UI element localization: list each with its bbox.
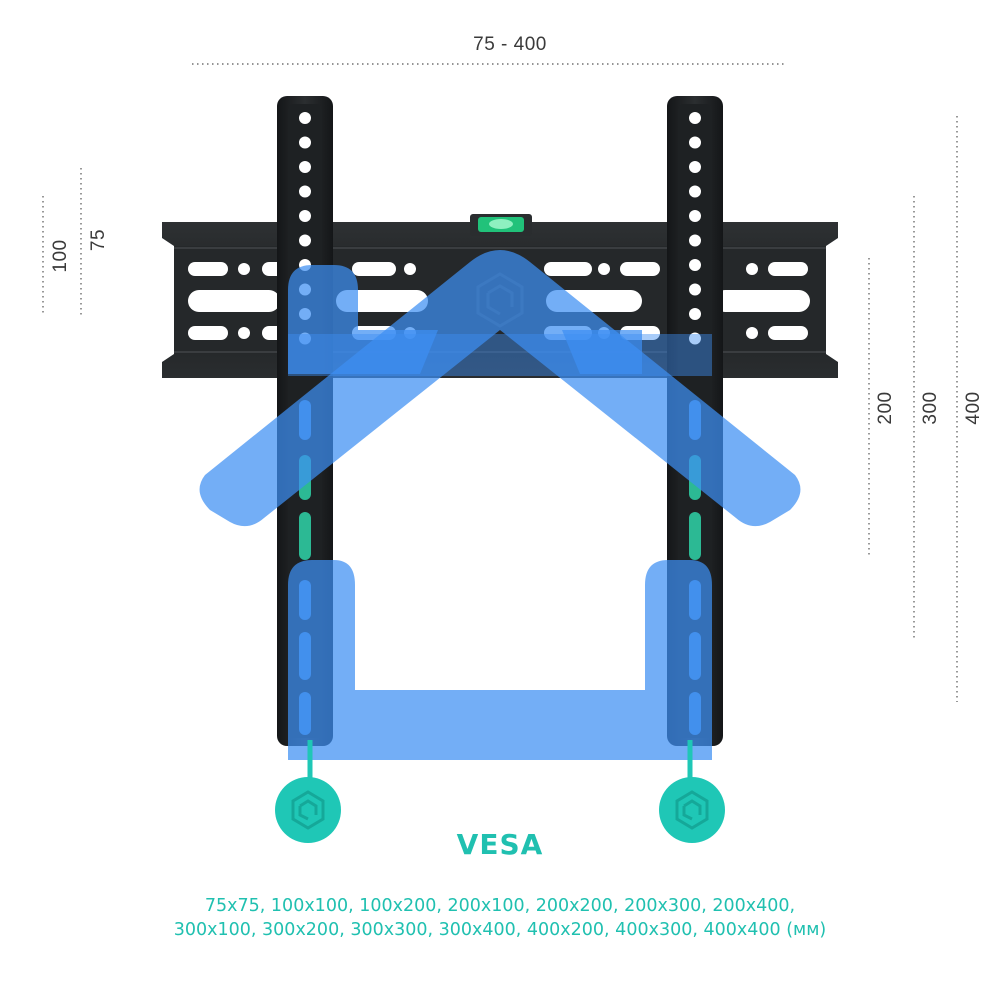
arm-hole: [689, 185, 701, 198]
arm-hole: [689, 308, 701, 320]
arm-hole: [689, 136, 701, 149]
arm-slot: [689, 512, 701, 560]
vesa-title: VESA: [456, 828, 544, 861]
arm-hole: [299, 185, 311, 198]
overlay-u: [288, 560, 712, 760]
overlay-bar: [288, 334, 712, 376]
dim-label-left-outer: 100: [50, 239, 71, 273]
dim-label-right-c: 400: [963, 391, 984, 425]
overlay-roof: [199, 250, 801, 527]
arm-hole: [299, 112, 311, 124]
arm-slots: [299, 400, 701, 735]
arm-hole: [299, 234, 311, 247]
arm-hole: [689, 332, 701, 345]
arm-hole: [689, 234, 701, 247]
connector-right-icon: [659, 777, 725, 843]
arm-hole: [689, 283, 701, 296]
overlay-left-post: [288, 265, 438, 374]
dim-label-top: 75 - 400: [473, 34, 547, 55]
vesa-sizes-line-2: 300x100, 300x200, 300x300, 300x400, 400x…: [173, 920, 827, 940]
arm-hole: [689, 112, 701, 124]
dim-label-left-inner: 75: [88, 228, 109, 252]
arm-hole: [689, 210, 701, 222]
vesa-sizes-line-1: 75x75, 100x100, 100x200, 200x100, 200x20…: [204, 896, 796, 916]
bubble-level-icon: [470, 214, 532, 236]
arm-hole: [299, 161, 311, 173]
dim-label-right-b: 300: [920, 391, 941, 425]
connector-left-icon: [275, 777, 341, 843]
arm-slot: [299, 512, 311, 560]
dim-label-right-a: 200: [875, 391, 896, 425]
connectors: [275, 740, 725, 843]
blue-overlay: [199, 250, 801, 760]
arm-hole: [299, 210, 311, 222]
dimension-lines: [42, 63, 958, 702]
arm-hole: [689, 259, 701, 271]
arm-hole: [689, 161, 701, 173]
arm-hole: [299, 136, 311, 149]
overlay-right-post: [562, 330, 642, 374]
